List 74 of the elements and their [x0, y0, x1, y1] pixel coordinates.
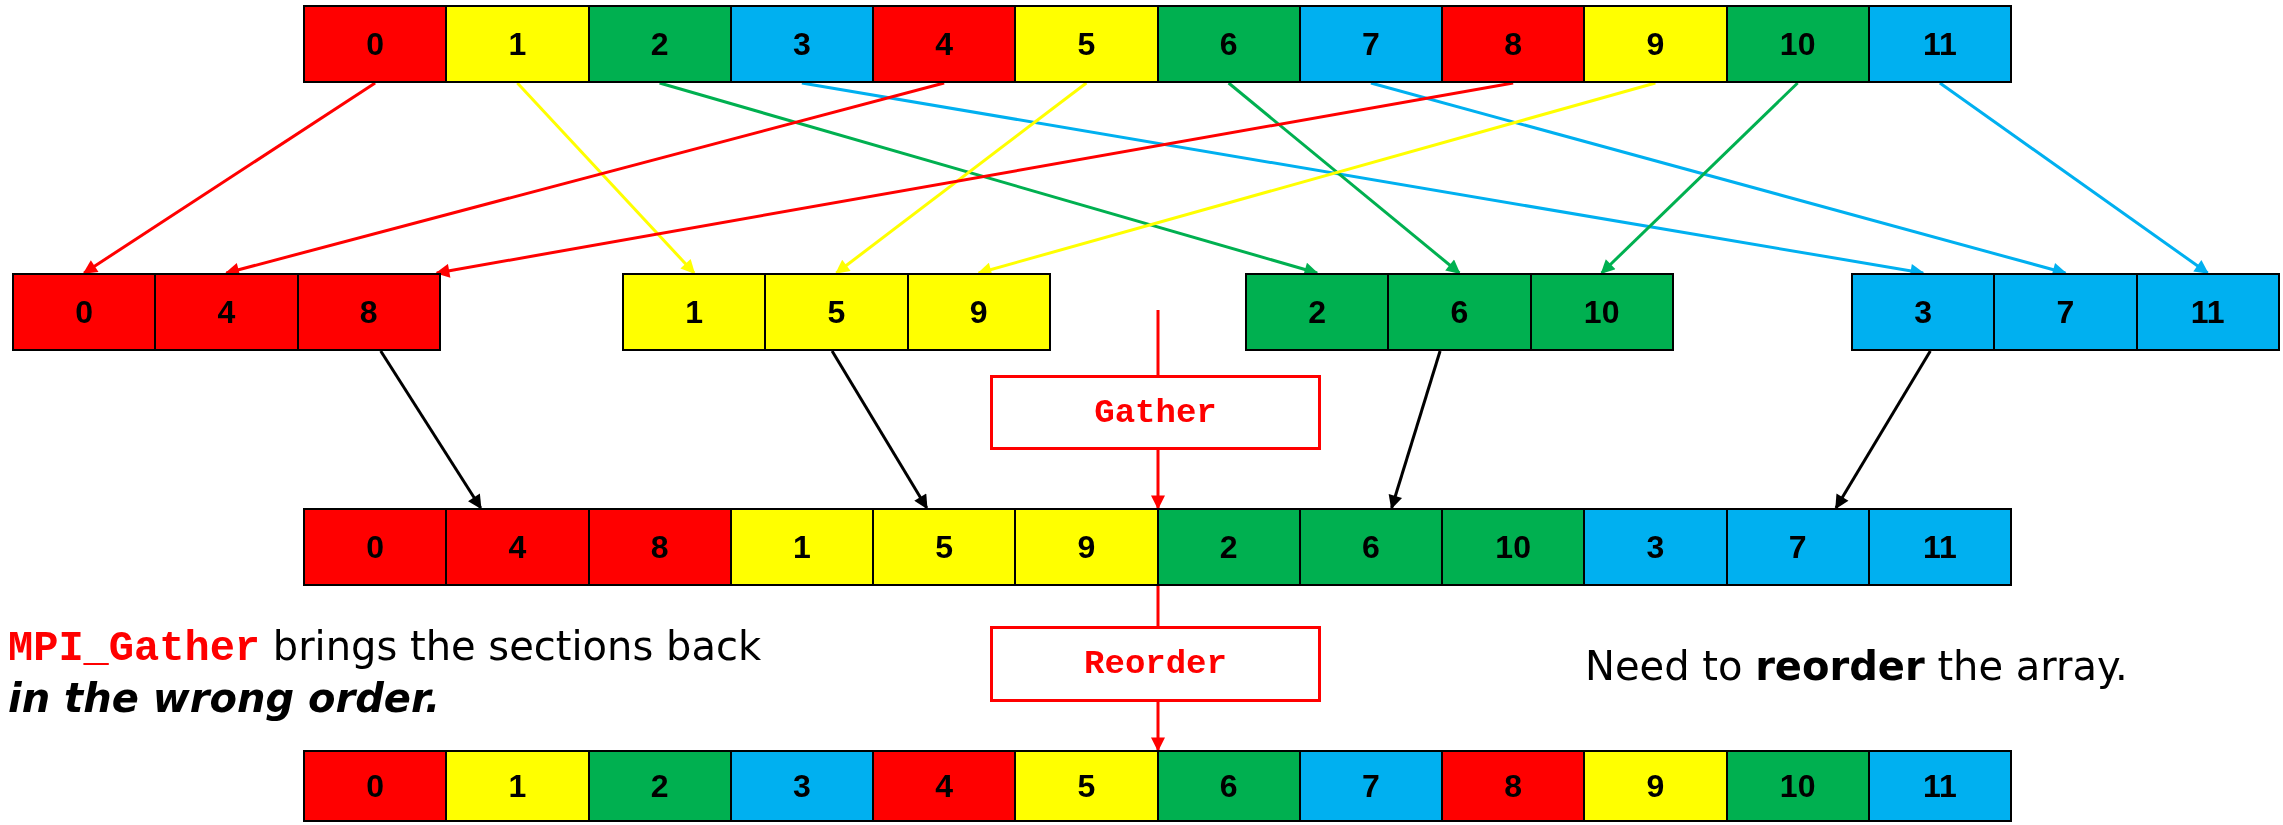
arrow [1939, 81, 2209, 275]
array-cell: 11 [1867, 508, 2012, 586]
array-cell: 1 [445, 750, 590, 822]
array-cell: 5 [872, 508, 1017, 586]
array-cell: 9 [1014, 508, 1159, 586]
array-cell: 0 [303, 508, 448, 586]
array-cell: 6 [1156, 5, 1301, 83]
connector-line [1156, 586, 1160, 626]
arrow [516, 81, 696, 275]
array-cell: 11 [1867, 750, 2012, 822]
array-cell: 8 [1441, 750, 1586, 822]
array-cell: 3 [729, 5, 874, 83]
array-cell: 10 [1725, 5, 1870, 83]
array-cell: 0 [303, 750, 448, 822]
array-cell: 1 [445, 5, 590, 83]
array-cell: 4 [445, 508, 590, 586]
process-box: Gather [990, 375, 1321, 450]
note-text: Need to reorder the array. [1585, 642, 2129, 690]
array-cell: 4 [872, 750, 1017, 822]
arrow [1227, 81, 1461, 275]
arrow [82, 81, 376, 275]
array-cell: 10 [1529, 273, 1674, 351]
process-box: Reorder [990, 626, 1321, 702]
array-outline [1851, 273, 2280, 351]
array-cell: 11 [1867, 5, 2012, 83]
array-cell: 5 [1014, 5, 1159, 83]
array-cell: 6 [1298, 508, 1443, 586]
array-outline [303, 5, 2012, 83]
array-cell: 9 [906, 273, 1051, 351]
array-cell: 2 [587, 750, 732, 822]
array-outline [303, 508, 2012, 586]
array-cell: 5 [1014, 750, 1159, 822]
array-cell: 10 [1725, 750, 1870, 822]
arrow [1151, 450, 1165, 510]
array-cell: 8 [296, 273, 441, 351]
array-cell: 1 [622, 273, 767, 351]
arrow [379, 350, 482, 510]
arrow [1388, 350, 1442, 510]
array-cell: 4 [872, 5, 1017, 83]
array-outline [12, 273, 441, 351]
array-cell: 8 [587, 508, 732, 586]
arrow [1834, 350, 1932, 510]
arrow [1600, 81, 1799, 275]
note-text: MPI_Gather brings the sections back in the wrong order. [8, 622, 763, 723]
arrow [1151, 702, 1165, 752]
array-cell: 2 [1156, 508, 1301, 586]
array-cell: 9 [1583, 750, 1728, 822]
array-cell: 7 [1298, 750, 1443, 822]
array-cell: 7 [1725, 508, 1870, 586]
array-cell: 6 [1387, 273, 1532, 351]
array-cell: 9 [1583, 5, 1728, 83]
array-cell: 8 [1441, 5, 1586, 83]
arrow [435, 81, 1514, 278]
array-cell: 0 [303, 5, 448, 83]
array-cell: 11 [2135, 273, 2280, 351]
array-cell: 3 [1851, 273, 1996, 351]
array-cell: 2 [587, 5, 732, 83]
array-cell: 2 [1245, 273, 1390, 351]
array-outline [1245, 273, 1674, 351]
array-cell: 5 [764, 273, 909, 351]
array-cell: 7 [1993, 273, 2138, 351]
array-cell: 1 [729, 508, 874, 586]
array-cell: 3 [1583, 508, 1728, 586]
array-cell: 7 [1298, 5, 1443, 83]
array-outline [303, 750, 2012, 822]
arrow [830, 350, 929, 510]
array-cell: 3 [729, 750, 874, 822]
connector-line [1156, 310, 1160, 375]
array-cell: 4 [154, 273, 299, 351]
array-cell: 10 [1441, 508, 1586, 586]
arrow [835, 81, 1088, 275]
array-cell: 0 [12, 273, 157, 351]
array-outline [622, 273, 1051, 351]
array-cell: 6 [1156, 750, 1301, 822]
